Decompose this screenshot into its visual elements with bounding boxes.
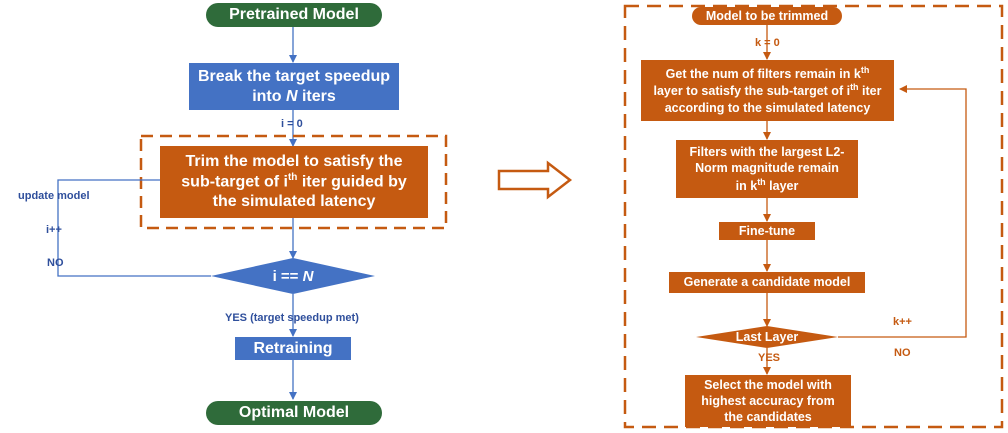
retraining-node: Retraining <box>235 337 351 360</box>
decision-diamond-right <box>696 326 838 348</box>
trim-dashed-frame <box>139 134 448 230</box>
get-filters-node: Get the num of filters remain in kth lay… <box>641 60 894 121</box>
trim-line-2: sub-target of ith iter guided by <box>181 171 407 191</box>
filters-line-1: Filters with the largest L2- <box>689 145 845 160</box>
filters-line-3: in kth layer <box>735 176 799 193</box>
trim-line-3: the simulated latency <box>212 193 376 211</box>
trim-model-node: Trim the model to satisfy the sub-target… <box>160 146 428 218</box>
label-no-right: NO <box>894 347 911 359</box>
break-line-1: Break the target speedup <box>197 68 391 86</box>
label-i-increment: i++ <box>46 224 62 236</box>
optimal-model-node: Optimal Model <box>206 401 382 425</box>
label-update-model: update model <box>18 190 90 202</box>
no-loop-line-left <box>57 176 211 277</box>
get-line-2: layer to satisfy the sub-target of ith i… <box>653 82 882 99</box>
break-line-2: into N iters <box>252 87 336 105</box>
filters-remain-node: Filters with the largest L2- Norm magnit… <box>676 140 858 198</box>
get-line-1: Get the num of filters remain in kth <box>665 64 870 82</box>
right-dashed-frame <box>623 4 1004 429</box>
generate-candidate-node: Generate a candidate model <box>669 272 865 293</box>
label-yes-right: YES <box>758 352 781 364</box>
filters-line-2: Norm magnitude remain <box>695 161 839 176</box>
label-yes-left: YES (target speedup met) <box>225 312 359 324</box>
select-line-3: the candidates <box>724 410 812 425</box>
select-model-node: Select the model with highest accuracy f… <box>685 375 851 427</box>
model-to-be-trimmed-node: Model to be trimmed <box>692 7 842 25</box>
decision-left-text: i == N <box>272 267 314 285</box>
break-speedup-node: Break the target speedup into N iters <box>189 63 399 110</box>
decision-diamond-left <box>211 258 375 294</box>
decision-right-text: Last Layer <box>735 330 799 344</box>
label-k-init: k = 0 <box>755 37 780 49</box>
label-no-left: NO <box>47 257 64 269</box>
label-i-init: i = 0 <box>281 118 303 130</box>
no-loop-line-right <box>838 85 967 338</box>
pretrained-model-node: Pretrained Model <box>206 3 382 27</box>
select-line-2: highest accuracy from <box>701 393 835 408</box>
trim-line-1: Trim the model to satisfy the <box>185 152 403 170</box>
transition-arrow <box>497 160 573 200</box>
select-line-1: Select the model with <box>704 377 832 392</box>
get-line-3: according to the simulated latency <box>664 100 871 115</box>
fine-tune-node: Fine-tune <box>719 222 815 240</box>
label-k-increment: k++ <box>893 316 912 328</box>
